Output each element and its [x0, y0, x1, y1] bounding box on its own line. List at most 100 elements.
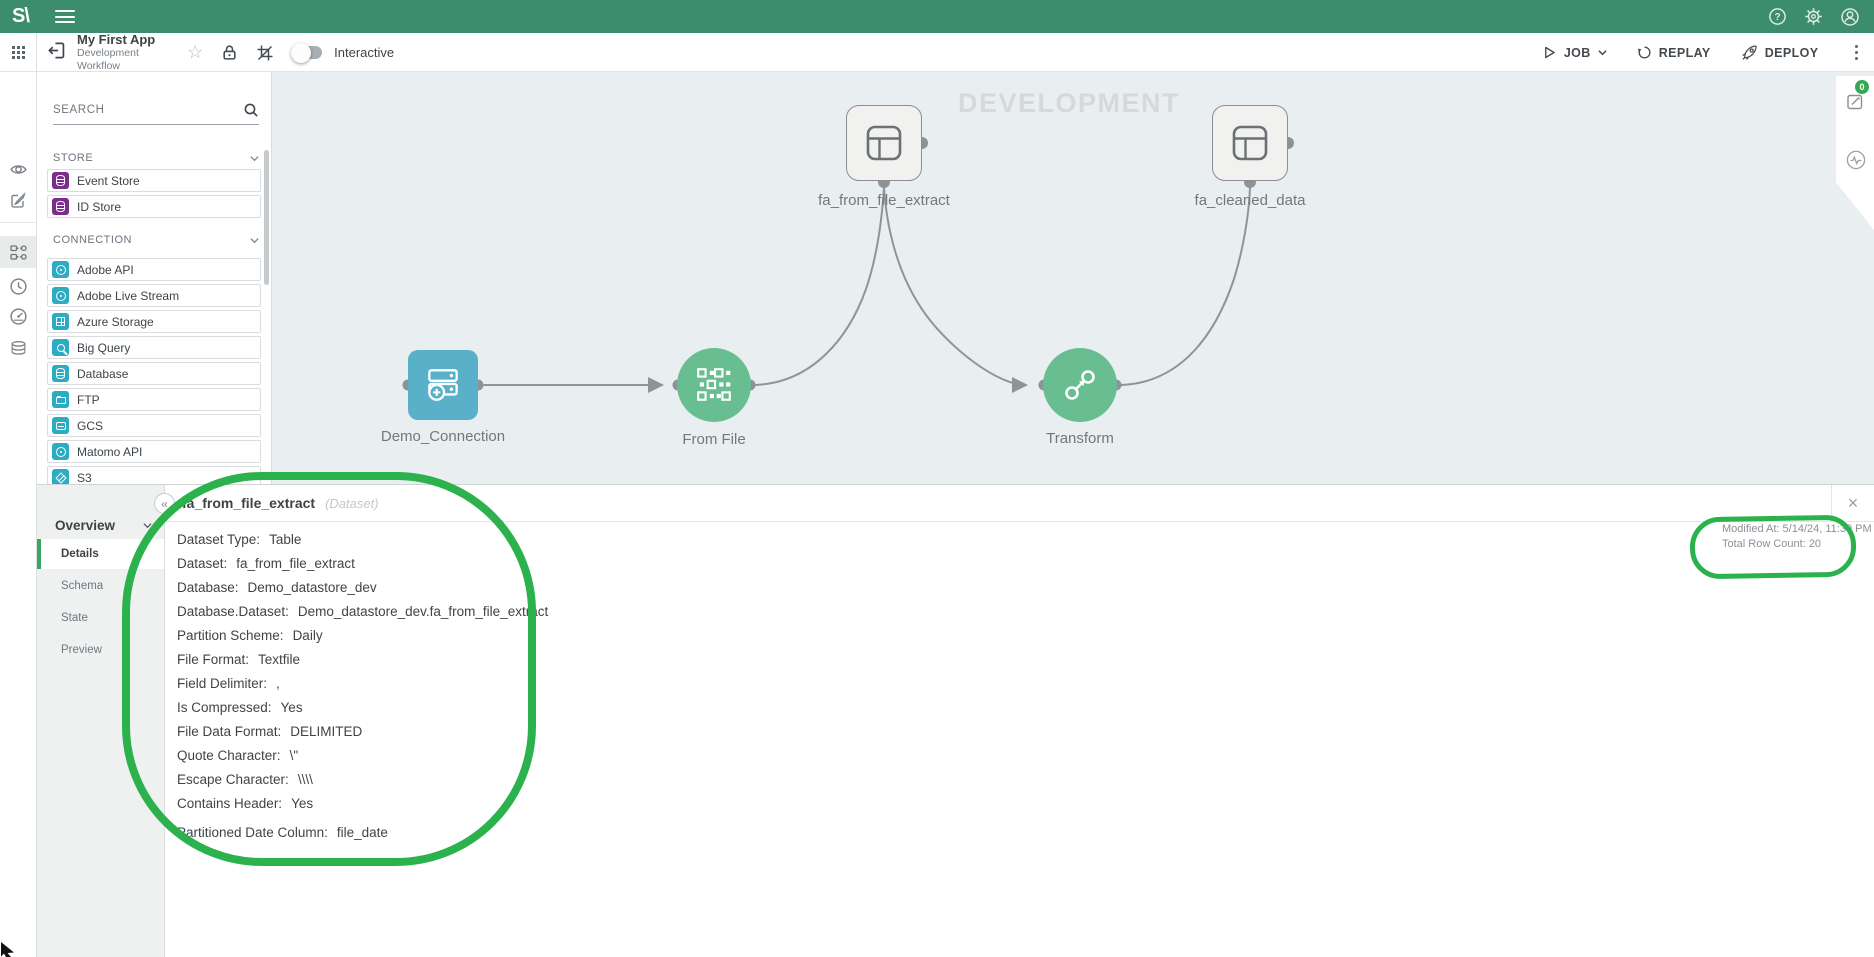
details-field-list: Dataset Type: Table Dataset: fa_from_fil…	[177, 527, 548, 844]
history-icon[interactable]	[0, 271, 36, 301]
palette-item[interactable]: S3	[47, 466, 261, 484]
palette-item[interactable]: Matomo API	[47, 440, 261, 463]
palette-item-label: Event Store	[77, 173, 140, 188]
overview-label: Overview	[55, 517, 116, 533]
lock-icon[interactable]	[221, 44, 238, 61]
palette-item[interactable]: GCS	[47, 414, 261, 437]
collapse-panel-icon[interactable]: «	[154, 493, 175, 514]
palette-item[interactable]: Big Query	[47, 336, 261, 359]
node-fa-from-file-extract[interactable]	[846, 105, 922, 181]
palette-search[interactable]	[53, 95, 259, 125]
connection-icon	[428, 369, 458, 401]
details-field-row: File Format: Textfile	[177, 647, 548, 671]
field-key: Database:	[177, 579, 239, 595]
workflow-canvas[interactable]: DEVELOPMENT	[272, 72, 1874, 484]
field-key: Partition Scheme:	[177, 627, 284, 643]
node-demo-connection[interactable]	[408, 350, 478, 420]
star-icon[interactable]: ☆	[187, 42, 204, 62]
details-subtab[interactable]: Schema	[37, 571, 164, 601]
notification-badge: 0	[1855, 80, 1869, 94]
gcs-icon	[52, 417, 69, 434]
connection-item-list: Adobe API Adobe Live Stream Azure Storag…	[47, 258, 261, 484]
palette-item[interactable]: Event Store	[47, 169, 261, 192]
canvas-side-flyout: 0	[1836, 76, 1874, 230]
replay-button[interactable]: REPLAY	[1637, 45, 1711, 60]
palette-item[interactable]: ID Store	[47, 195, 261, 218]
interactive-toggle[interactable]	[291, 42, 323, 63]
subtab-label: Preview	[61, 644, 102, 656]
deploy-label: DEPLOY	[1764, 45, 1819, 60]
matomo-api-icon	[52, 443, 69, 460]
account-icon[interactable]	[1840, 7, 1860, 27]
azure-storage-icon	[52, 313, 69, 330]
details-field-row: Partitioned Date Column: file_date	[177, 820, 548, 844]
section-title: STORE	[53, 152, 94, 164]
chevron-down-icon	[1598, 50, 1607, 56]
subtab-label: State	[61, 612, 88, 624]
palette-item[interactable]: Adobe API	[47, 258, 261, 281]
report-icon[interactable]	[1846, 92, 1865, 116]
section-title: CONNECTION	[53, 234, 132, 246]
job-button[interactable]: JOB	[1542, 45, 1607, 60]
palette-item[interactable]: Azure Storage	[47, 310, 261, 333]
field-value: \"	[289, 747, 299, 763]
environment-watermark: DEVELOPMENT	[958, 88, 1181, 118]
s3-icon	[52, 469, 69, 484]
adobe-api-icon	[52, 261, 69, 278]
play-icon	[1544, 46, 1555, 59]
node-from-file[interactable]	[677, 348, 751, 422]
process-activity-icon[interactable]	[1846, 150, 1866, 175]
chevron-down-icon	[250, 155, 259, 161]
node-fa-cleaned-data[interactable]	[1212, 105, 1288, 181]
menu-icon[interactable]	[54, 10, 75, 23]
details-field-row: File Data Format: DELIMITED	[177, 719, 548, 743]
job-label: JOB	[1563, 45, 1591, 60]
apps-grid-icon[interactable]	[0, 33, 37, 72]
compose-icon[interactable]	[0, 185, 36, 215]
field-key: Partitioned Date Column:	[177, 824, 328, 840]
exit-app-icon[interactable]	[46, 40, 67, 66]
details-subtab[interactable]: Preview	[37, 635, 164, 665]
palette-item[interactable]: Database	[47, 362, 261, 385]
section-header-connection[interactable]: CONNECTION	[53, 232, 259, 248]
field-value: DELIMITED	[290, 723, 363, 739]
overview-group[interactable]: Overview	[37, 509, 164, 541]
details-field-row: Escape Character: \\\\	[177, 767, 548, 791]
details-field-row: Dataset: fa_from_file_extract	[177, 551, 548, 575]
node-transform[interactable]	[1043, 348, 1117, 422]
details-field-row: Quote Character: \"	[177, 743, 548, 767]
big-query-icon	[52, 339, 69, 356]
interactive-label: Interactive	[334, 45, 395, 60]
details-subtab[interactable]: State	[37, 603, 164, 633]
field-value: ,	[276, 675, 280, 691]
palette-item[interactable]: FTP	[47, 388, 261, 411]
modified-at: Modified At: 5/14/24, 11:39 PM	[1722, 523, 1872, 535]
settings-icon[interactable]	[1804, 7, 1823, 26]
top-app-bar: S\ ?	[0, 0, 1874, 33]
workflow-icon[interactable]	[0, 236, 36, 268]
app-title-block[interactable]: My First App Development Workflow	[77, 31, 183, 73]
search-input[interactable]	[53, 103, 243, 116]
palette-item[interactable]: Adobe Live Stream	[47, 284, 261, 307]
deploy-button[interactable]: DEPLOY	[1741, 44, 1819, 61]
visibility-icon[interactable]	[0, 154, 36, 184]
palette-item-label: Matomo API	[77, 444, 143, 459]
datasets-stack-icon[interactable]	[0, 333, 36, 363]
details-subtab[interactable]: Details	[37, 539, 164, 569]
disconnect-icon[interactable]	[256, 44, 274, 62]
app-title: My First App	[77, 31, 156, 47]
svg-text:?: ?	[1774, 12, 1780, 23]
details-title-type: (Dataset)	[325, 495, 379, 511]
palette-scrollbar[interactable]	[264, 150, 269, 285]
search-icon[interactable]	[243, 102, 259, 118]
help-icon[interactable]: ?	[1768, 7, 1787, 26]
field-key: Field Delimiter:	[177, 675, 268, 691]
dashboard-gauge-icon[interactable]	[0, 301, 36, 331]
close-panel-icon[interactable]: ×	[1831, 485, 1874, 522]
section-header-store[interactable]: STORE	[53, 150, 259, 166]
details-panel-header: « fa_from_file_extract (Dataset) ×	[154, 485, 1874, 522]
more-options-icon[interactable]	[1849, 43, 1865, 63]
workflow-toolbar: My First App Development Workflow ☆	[0, 31, 1874, 73]
details-field-row: Is Compressed: Yes	[177, 695, 548, 719]
palette-item-label: Azure Storage	[77, 314, 154, 329]
